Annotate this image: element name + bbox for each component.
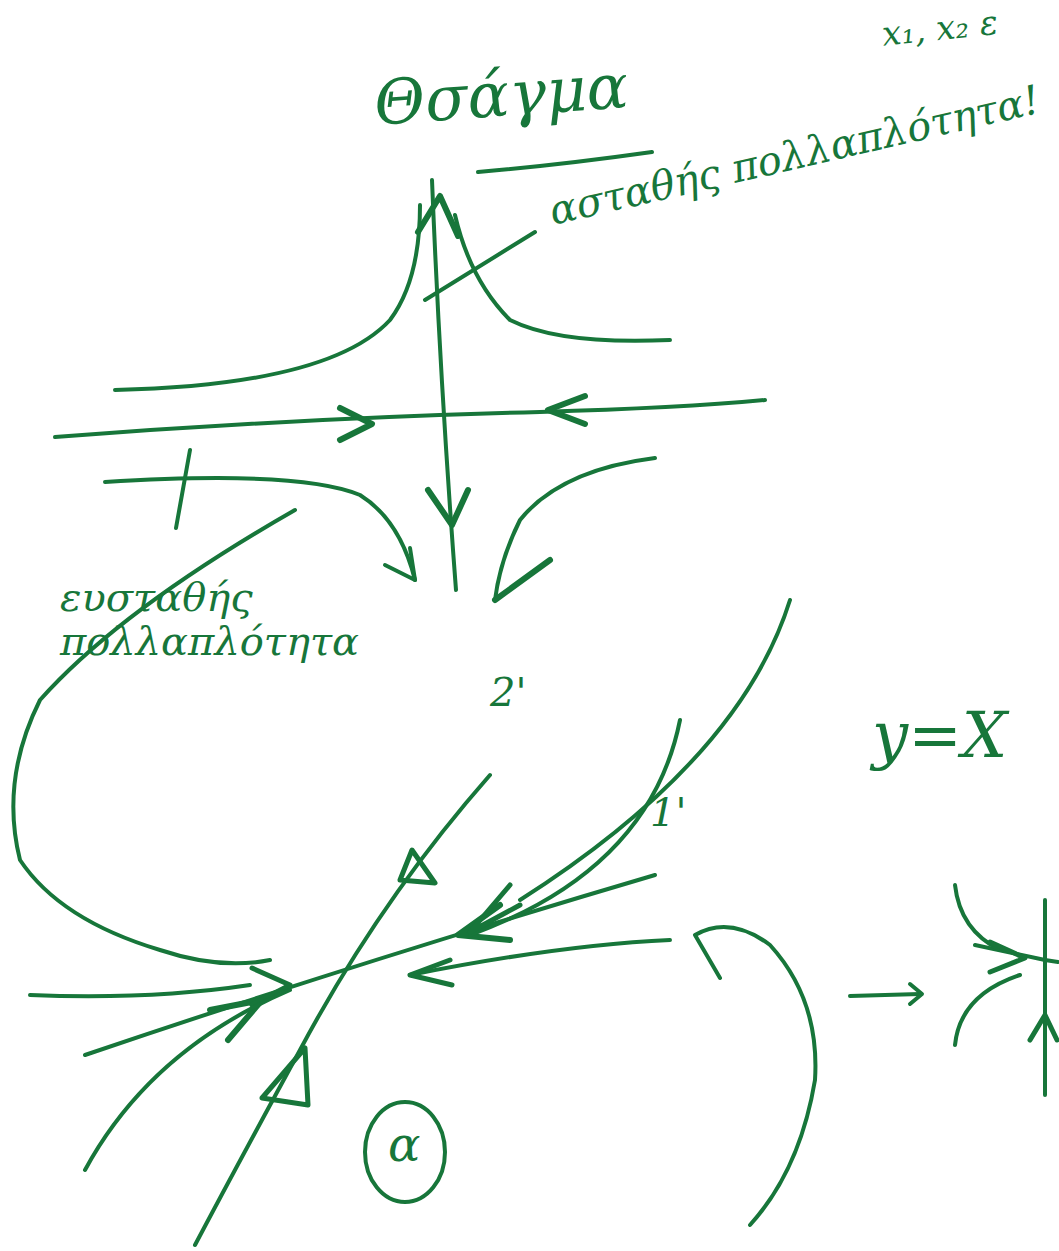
unstable-manifold <box>432 180 456 590</box>
trajectory <box>520 600 790 900</box>
trajectory <box>955 975 1020 1045</box>
leader-line <box>425 232 535 300</box>
trajectory <box>85 990 290 1170</box>
note: ευσταθής πολλαπλότητα <box>60 575 400 663</box>
transform-arrow <box>850 994 920 996</box>
underline <box>478 152 652 172</box>
trajectory <box>115 205 420 390</box>
arrowhead <box>495 560 550 600</box>
arrowhead <box>418 196 458 236</box>
trajectory <box>30 985 250 996</box>
arrowhead <box>910 984 922 1004</box>
arrowhead <box>262 1048 308 1105</box>
trajectory <box>455 215 670 341</box>
trajectory <box>410 940 670 975</box>
arrowhead <box>428 490 468 525</box>
equation: y=X <box>872 700 1007 770</box>
trajectory <box>470 720 680 935</box>
arrowhead <box>990 942 1025 972</box>
arrowhead <box>548 396 585 424</box>
leader-line <box>176 450 190 528</box>
note: x₁, x₂ ε <box>880 4 1000 53</box>
arrowhead <box>340 408 372 440</box>
callout-number: 1' <box>650 790 686 834</box>
eigen-direction-1 <box>85 875 655 1055</box>
trajectory <box>1043 900 1047 1095</box>
trajectory <box>955 885 1000 950</box>
label-circle <box>365 1102 445 1202</box>
arrowhead <box>1030 1015 1057 1040</box>
stable-manifold <box>55 400 765 437</box>
arrowhead <box>470 885 520 932</box>
arrowhead <box>410 960 452 985</box>
callout-number: α <box>388 1118 420 1171</box>
trajectory <box>495 458 655 600</box>
arrowhead <box>400 850 435 883</box>
trajectory <box>695 927 815 1225</box>
callout-number: 2' <box>490 670 526 714</box>
eigen-direction-2 <box>195 775 490 1245</box>
arrowhead <box>385 548 415 580</box>
heading: Θσάγμα <box>372 52 630 138</box>
